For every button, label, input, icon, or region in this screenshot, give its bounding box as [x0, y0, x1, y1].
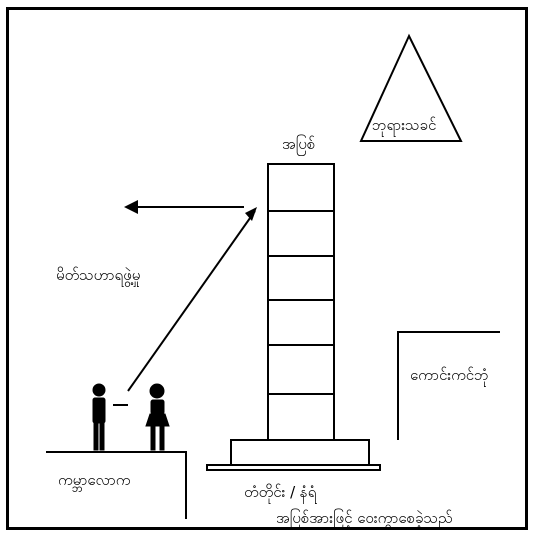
tower-label: အပြစ် — [282, 135, 316, 153]
arrow-left-icon — [124, 200, 138, 214]
cliff-label: ကောင်းကင်ဘုံ — [410, 366, 489, 384]
arrow-head-up — [245, 207, 257, 221]
triangle-shape — [359, 33, 463, 142]
arrow-label: မိတ်သဟာရဖွဲ့မှု — [56, 266, 141, 284]
man-figure — [92, 383, 106, 451]
caption-label: အပြစ်အားဖြင့် ဝေးကွာစေခဲ့သည် — [276, 509, 453, 527]
ledge-label: ကမ္ဘာလောက — [58, 471, 131, 489]
left-ledge — [46, 451, 187, 519]
base-label: တံတိုင်း / နံရံ — [244, 483, 317, 501]
woman-figure — [145, 383, 170, 451]
tower-base — [206, 439, 381, 471]
love-arrow-line — [127, 210, 256, 392]
sin-tower — [267, 163, 335, 441]
right-cliff — [397, 331, 500, 440]
triangle-label: ဘုရားသခင် — [372, 116, 437, 134]
